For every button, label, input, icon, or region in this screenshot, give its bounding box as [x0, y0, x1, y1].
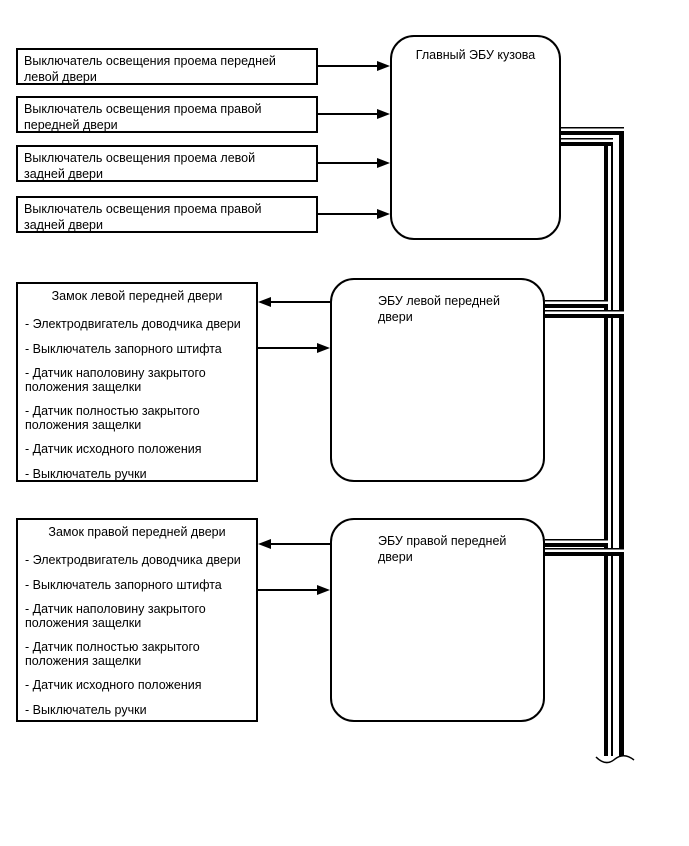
bus-vertical-line — [619, 130, 624, 756]
text-line: - Выключатель ручки — [25, 702, 147, 717]
arrow-left-icon — [258, 297, 271, 307]
connector-line — [318, 65, 377, 67]
connector-line — [270, 543, 330, 545]
lock-item: - Датчик исходного положения — [25, 678, 256, 693]
text-line: - Электродвигатель доводчика двери — [25, 317, 241, 331]
lock-item: - Датчик полностью закрытого положения з… — [25, 404, 256, 432]
lock-item: - Датчик исходного положения — [25, 442, 256, 457]
connector-line — [258, 589, 318, 591]
text-line: - Выключатель запорного штифта — [25, 577, 222, 592]
bus-branch-left-ecu-lower — [545, 310, 624, 318]
text-line: задней двери — [24, 218, 103, 232]
right-lock-title: Замок правой передней двери — [48, 525, 226, 539]
bus-vertical-line — [604, 141, 608, 756]
left-lock-title: Замок левой передней двери — [51, 289, 223, 303]
text-line: - Датчик исходного положения — [25, 442, 202, 456]
text-line: ЭБУ левой передней — [378, 294, 500, 308]
lock-item: - Датчик наполовину закрытого положения … — [25, 366, 256, 394]
bus-continuation-squiggle-icon — [595, 755, 635, 764]
text-line: левой двери — [24, 70, 97, 84]
lock-item: - Выключатель ручки — [25, 702, 256, 718]
connector-line — [318, 213, 377, 215]
bus-horizontal-main-outer — [561, 127, 624, 135]
bus-horizontal-main-inner — [561, 138, 613, 146]
text-line: Выключатель освещения проема левой — [24, 151, 256, 165]
text-line: положения защелки — [25, 653, 142, 668]
arrow-right-icon — [377, 109, 390, 119]
text-line: - Выключатель ручки — [25, 466, 147, 481]
lock-item: - Электродвигатель доводчика двери — [25, 317, 256, 332]
right-lock-box: Замок правой передней двери - Электродви… — [16, 518, 258, 722]
text-line: положения защелки — [25, 615, 142, 630]
lock-item: - Выключатель запорного штифта — [25, 341, 256, 357]
text-line: двери — [378, 550, 413, 564]
text-line: задней двери — [24, 167, 103, 181]
arrow-left-icon — [258, 539, 271, 549]
text-line: - Электродвигатель доводчика двери — [25, 553, 241, 567]
connector-line — [318, 162, 377, 164]
text-line: - Датчик полностью закрытого — [25, 640, 200, 654]
connector-line — [270, 301, 330, 303]
right-lock-item-list: - Электродвигатель доводчика двери - Вык… — [18, 553, 256, 718]
connector-line — [318, 113, 377, 115]
text-line: Выключатель освещения проема правой — [24, 202, 262, 216]
text-line: двери — [378, 310, 413, 324]
switch-box-rear-left-door-light: Выключатель освещения проема левой задне… — [16, 145, 318, 182]
text-line: передней двери — [24, 118, 118, 132]
switch-box-front-left-door-light: Выключатель освещения проема передней ле… — [16, 48, 318, 85]
text-line: Выключатель освещения проема передней — [24, 54, 276, 68]
left-lock-item-list: - Электродвигатель доводчика двери - Вык… — [18, 317, 256, 482]
lock-item: - Датчик наполовину закрытого положения … — [25, 602, 256, 630]
text-line: Выключатель освещения проема правой — [24, 102, 262, 116]
right-ecu-label: ЭБУ правой передней двери — [332, 520, 543, 565]
text-line: - Датчик наполовину закрытого — [25, 602, 206, 616]
switch-box-front-right-door-light: Выключатель освещения проема правой пере… — [16, 96, 318, 133]
left-lock-box: Замок левой передней двери - Электродвиг… — [16, 282, 258, 482]
lock-item: - Датчик полностью закрытого положения з… — [25, 640, 256, 668]
arrow-right-icon — [317, 343, 330, 353]
arrow-right-icon — [377, 158, 390, 168]
left-ecu-label: ЭБУ левой передней двери — [332, 280, 543, 325]
arrow-right-icon — [317, 585, 330, 595]
bus-vertical-line — [611, 138, 613, 756]
connector-line — [258, 347, 318, 349]
arrow-right-icon — [377, 61, 390, 71]
text-line: ЭБУ правой передней — [378, 534, 507, 548]
main-ecu-label: Главный ЭБУ кузова — [415, 48, 536, 62]
text-line: - Датчик наполовину закрытого — [25, 366, 206, 380]
bus-branch-right-ecu-lower — [545, 548, 624, 556]
text-line: - Выключатель запорного штифта — [25, 341, 222, 356]
left-ecu-box: ЭБУ левой передней двери — [330, 278, 545, 482]
text-line: положения защелки — [25, 417, 142, 432]
lock-item: - Выключатель запорного штифта — [25, 577, 256, 593]
main-ecu-box: Главный ЭБУ кузова — [390, 35, 561, 240]
bus-branch-right-ecu-upper — [545, 539, 608, 547]
text-line: - Датчик полностью закрытого — [25, 404, 200, 418]
arrow-right-icon — [377, 209, 390, 219]
bus-branch-left-ecu-upper — [545, 300, 608, 308]
text-line: положения защелки — [25, 379, 142, 394]
right-ecu-box: ЭБУ правой передней двери — [330, 518, 545, 722]
text-line: - Датчик исходного положения — [25, 678, 202, 692]
switch-box-rear-right-door-light: Выключатель освещения проема правой задн… — [16, 196, 318, 233]
lock-item: - Выключатель ручки — [25, 466, 256, 482]
lock-item: - Электродвигатель доводчика двери — [25, 553, 256, 568]
